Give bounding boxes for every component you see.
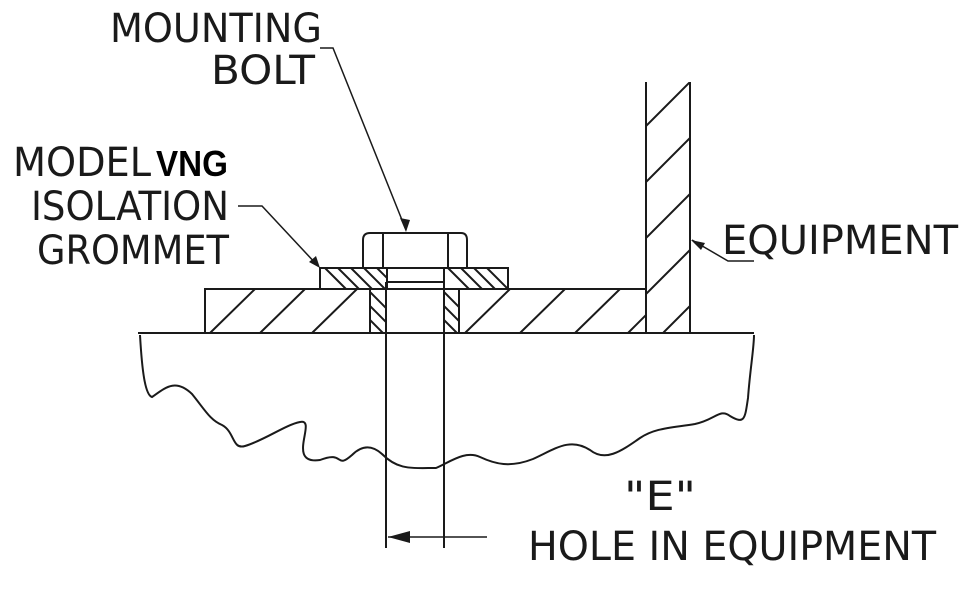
hole-dimension (388, 531, 487, 543)
label-mounting-line1: MOUNTING (110, 6, 322, 52)
dimension-arrow-icon (388, 531, 410, 543)
equipment-leader (691, 239, 754, 262)
mounting-bolt-leader (320, 47, 410, 232)
label-isolation: ISOLATION (31, 184, 229, 230)
label-bolt-line2: BOLT (211, 48, 316, 94)
mounting-bolt (362, 232, 468, 548)
label-model-prefix: MODEL (13, 140, 151, 186)
label-hole-in-equipment: HOLE IN EQUIPMENT (528, 524, 937, 570)
bolt-head (362, 232, 468, 269)
equipment-wall (645, 82, 691, 333)
grommet-leader (238, 205, 320, 268)
label-dimension-e: "E" (624, 474, 696, 520)
label-equipment: EQUIPMENT (722, 218, 959, 264)
foundation (138, 332, 755, 470)
label-model-name: VNG (156, 143, 228, 184)
equipment-base-plate (204, 288, 647, 334)
label-grommet: GROMMET (37, 228, 230, 274)
isolation-grommet (319, 267, 509, 334)
foundation-break-line (139, 334, 755, 470)
bolt-collar (386, 267, 445, 283)
